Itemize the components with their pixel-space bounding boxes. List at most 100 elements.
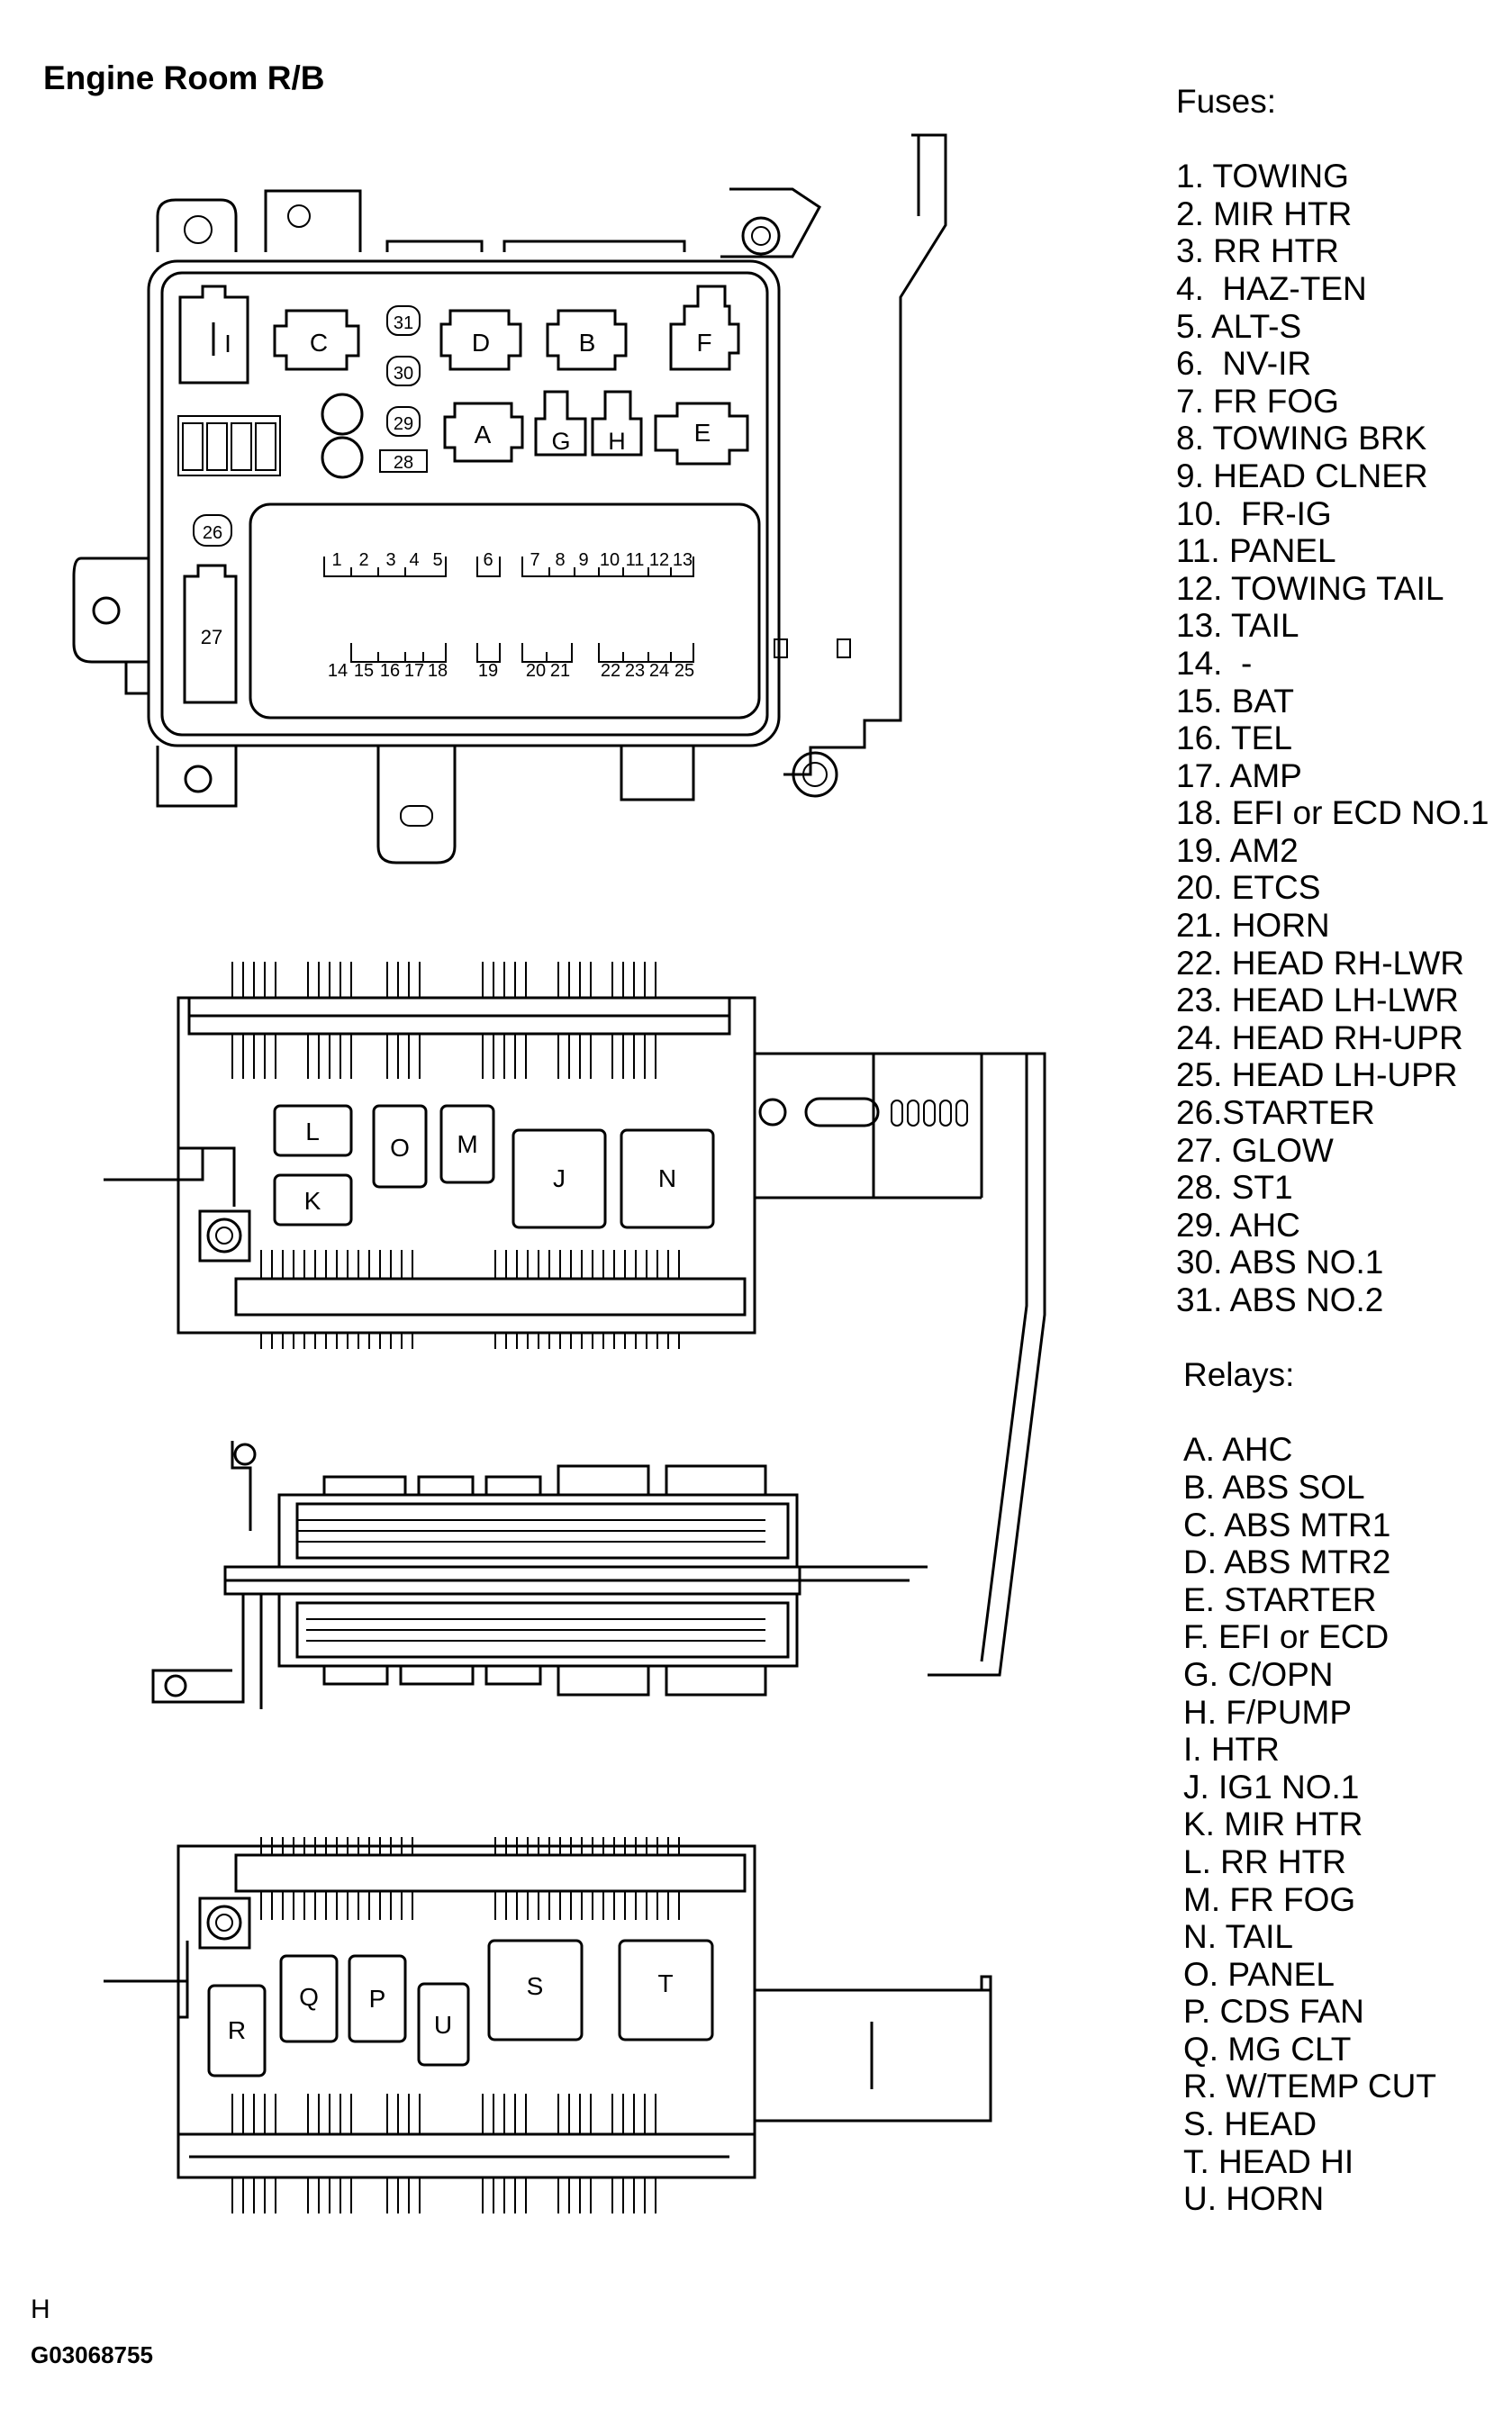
fuse-legend-item: 23. HEAD LH-LWR [1176, 982, 1459, 1019]
fuse-label-25: 25 [675, 661, 694, 681]
relay-legend-item: N. TAIL [1183, 1918, 1294, 1956]
relay-label-f: F [696, 329, 711, 357]
fuse-legend-item: 13. TAIL [1176, 607, 1299, 645]
fuse-legend-item: 7. FR FOG [1176, 382, 1339, 420]
relay-label-s: S [527, 1972, 544, 2000]
fuse-legend-item: 27. GLOW [1176, 1131, 1334, 1169]
fuse-legend-item: 8. TOWING BRK [1176, 420, 1427, 457]
bottom-view-diagram: R Q P U S T [104, 1837, 992, 2213]
relay-label-n: N [658, 1164, 676, 1192]
fuse-label-23: 23 [625, 661, 645, 681]
relay-legend-item: E. STARTER [1183, 1580, 1377, 1618]
relay-legend-item: B. ABS SOL [1183, 1468, 1365, 1506]
fuse-legend-item: 21. HORN [1176, 907, 1330, 945]
relay-legend-item: I. HTR [1183, 1731, 1280, 1769]
fuse-label-22: 22 [601, 661, 620, 681]
fuse-legend-item: 31. ABS NO.2 [1176, 1281, 1384, 1318]
fuse-legend-item: 24. HEAD RH-UPR [1176, 1018, 1463, 1056]
relay-legend-item: O. PANEL [1183, 1955, 1335, 1993]
fuse-legend-item: 18. EFI or ECD NO.1 [1176, 794, 1489, 832]
fuse-label-26: 26 [203, 523, 222, 543]
fuse-legend-item: 9. HEAD CLNER [1176, 457, 1428, 494]
relay-label-t: T [657, 1969, 673, 1997]
relay-legend-item: Q. MG CLT [1183, 2030, 1352, 2068]
relay-legend-item: G. C/OPN [1183, 1655, 1334, 1693]
relay-legend-item: J. IG1 NO.1 [1183, 1768, 1360, 1806]
fuse-legend-item: 26.STARTER [1176, 1094, 1375, 1132]
relay-label-p: P [369, 1985, 386, 2013]
fuse-legend-item: 20. ETCS [1176, 869, 1321, 907]
fuse-label-2: 2 [358, 550, 368, 570]
fuse-legend-item: 5. ALT-S [1176, 307, 1302, 345]
relay-label-c: C [310, 329, 328, 357]
side-view-diagram [151, 1441, 928, 1709]
fuse-legend-item: 3. RR HTR [1176, 232, 1339, 270]
relay-legend-item: K. MIR HTR [1183, 1806, 1363, 1843]
fuse-legend-item: 17. AMP [1176, 756, 1302, 794]
relay-legend-item: D. ABS MTR2 [1183, 1543, 1391, 1581]
fuse-label-3: 3 [385, 550, 395, 570]
fuse-legend-item: 28. ST1 [1176, 1169, 1293, 1207]
fuse-legend-item: 22. HEAD RH-LWR [1176, 944, 1465, 982]
relay-legend-item: T. HEAD HI [1183, 2142, 1354, 2180]
fuse-label-28: 28 [394, 453, 413, 473]
fuse-label-17: 17 [404, 661, 424, 681]
fuse-label-21: 21 [550, 661, 570, 681]
fuse-label-24: 24 [649, 661, 669, 681]
fuse-label-31: 31 [394, 313, 413, 333]
fuse-label-1: 1 [331, 550, 341, 570]
fuse-legend-item: 12. TOWING TAIL [1176, 569, 1444, 607]
fuse-legend-item: 2. MIR HTR [1176, 195, 1353, 232]
relay-label-b: B [579, 329, 596, 357]
relay-label-k: K [304, 1187, 321, 1215]
fuse-label-16: 16 [380, 661, 400, 681]
fuse-label-19: 19 [478, 661, 498, 681]
relay-legend-item: S. HEAD [1183, 2105, 1317, 2143]
relay-label-l: L [305, 1118, 320, 1145]
top-view-diagram: C 31 30 29 28 D B F I A G H [72, 133, 947, 864]
fuse-label-6: 6 [483, 550, 493, 570]
relay-label-e: E [694, 419, 711, 447]
fuse-legend-item: 6. NV-IR [1176, 345, 1312, 383]
fuse-label-29: 29 [394, 414, 413, 434]
relay-legend-item: L. RR HTR [1183, 1842, 1346, 1880]
fuse-label-11: 11 [626, 550, 645, 570]
relay-legend-item: C. ABS MTR1 [1183, 1506, 1391, 1543]
fuse-label-15: 15 [354, 661, 374, 681]
relay-legend-item: U. HORN [1183, 2180, 1325, 2218]
relay-label-g: G [551, 428, 570, 455]
fuse-label-7: 7 [530, 550, 539, 570]
relay-label-a: A [475, 421, 492, 448]
relays-heading: Relays: [1183, 1356, 1295, 1394]
fuse-legend-item: 30. ABS NO.1 [1176, 1244, 1384, 1281]
fuse-legend-item: 10. FR-IG [1176, 494, 1332, 532]
fuse-legend-item: 25. HEAD LH-UPR [1176, 1056, 1458, 1094]
relay-label-o: O [390, 1134, 410, 1162]
fuse-label-4: 4 [409, 550, 419, 570]
relay-legend-item: F. EFI or ECD [1183, 1618, 1390, 1656]
relay-legend-item: A. AHC [1183, 1431, 1293, 1469]
middle-view-diagram: L O M J N K [104, 962, 1046, 1677]
fuse-legend-item: 1. TOWING [1176, 158, 1349, 195]
fuse-label-18: 18 [428, 661, 448, 681]
fuse-legend-item: 16. TEL [1176, 720, 1292, 757]
relay-legend-item: P. CDS FAN [1183, 1993, 1364, 2031]
fuse-legend-item: 4. HAZ-TEN [1176, 269, 1367, 307]
footer-letter: H [31, 2295, 50, 2324]
fuse-legend-item: 15. BAT [1176, 682, 1294, 720]
relay-label-i: I [224, 330, 231, 358]
page-title: Engine Room R/B [43, 59, 325, 96]
fuse-legend-item: 29. AHC [1176, 1206, 1300, 1244]
fuses-heading: Fuses: [1176, 83, 1277, 120]
relay-legend-item: M. FR FOG [1183, 1880, 1356, 1918]
relay-label-u: U [434, 2011, 452, 2039]
relay-legend-item: H. F/PUMP [1183, 1693, 1353, 1731]
fuse-legend-item: 14. - [1176, 644, 1253, 682]
fuse-label-9: 9 [578, 550, 588, 570]
fuse-label-27: 27 [201, 626, 222, 648]
fuse-label-30: 30 [394, 364, 413, 384]
